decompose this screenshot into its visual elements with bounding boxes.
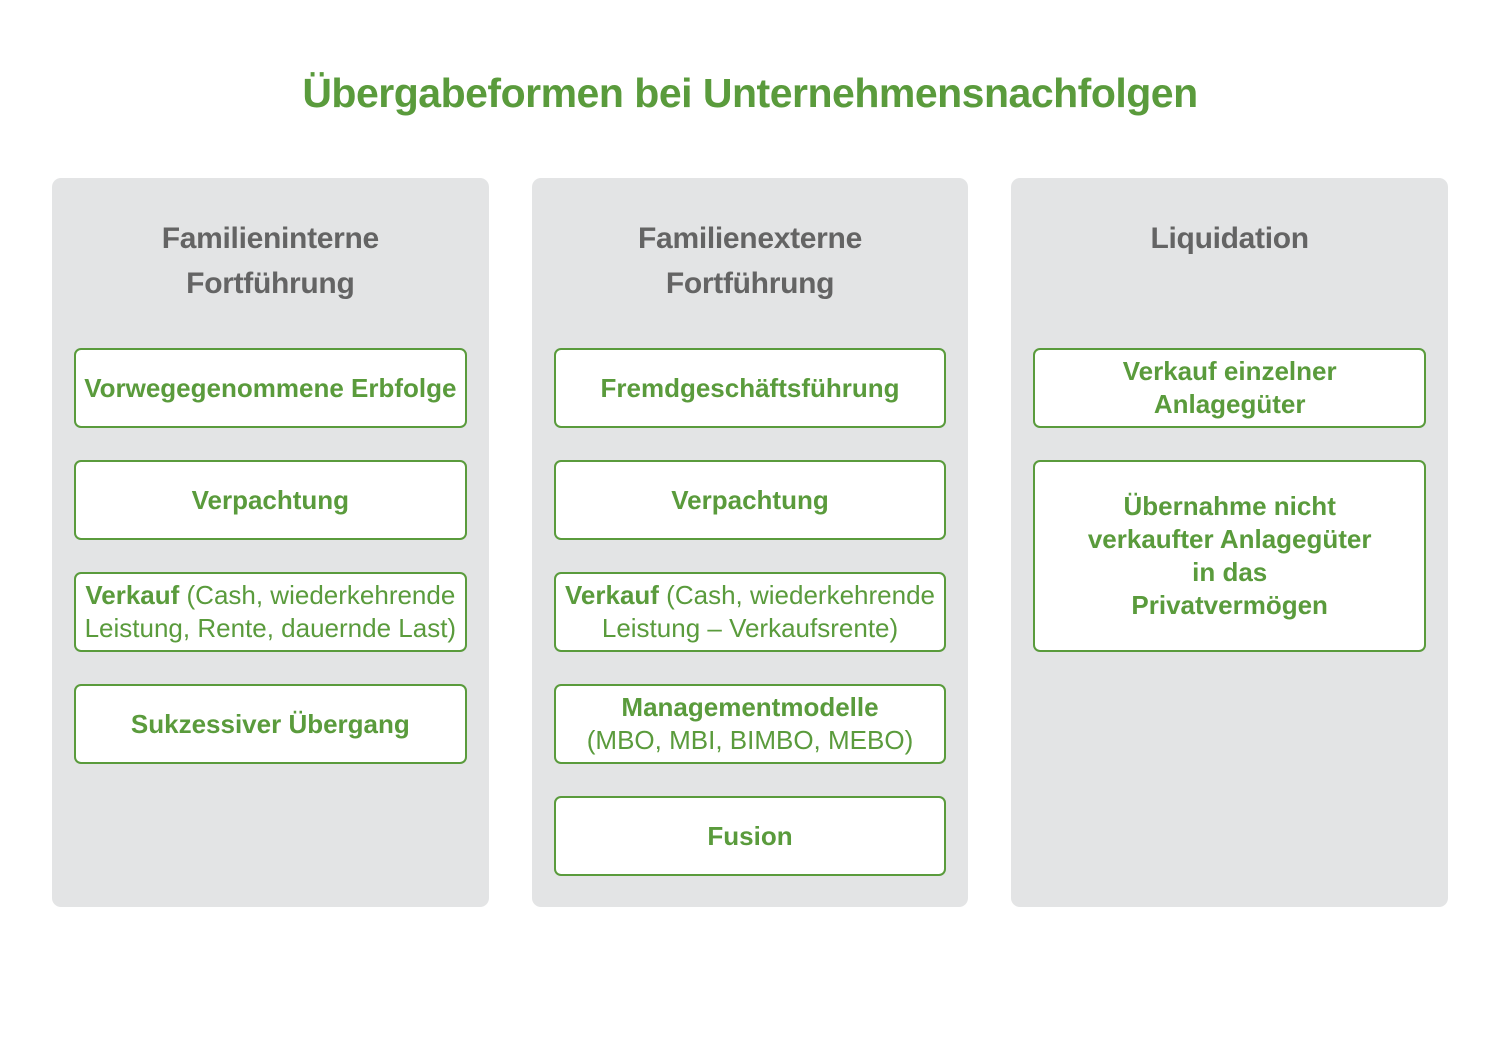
- column-header: Liquidation: [1033, 178, 1426, 348]
- box-label-bold: Verkauf: [85, 580, 180, 610]
- column-header-line: Fortführung: [186, 267, 355, 300]
- box-label-bold: verkaufter Anlagegüter: [1087, 524, 1372, 554]
- column-header-line: Liquidation: [1150, 222, 1310, 255]
- box-label-bold: Verkauf einzelner: [1122, 356, 1337, 386]
- box-label: Verpachtung: [192, 484, 349, 517]
- box-label: Übernahme nicht: [1123, 490, 1335, 523]
- box-label-bold: Fremdgeschäftsführung: [600, 372, 900, 403]
- box-label-regular: (Cash, wiederkehrende: [179, 580, 456, 610]
- box-label-bold: Verpachtung: [191, 484, 350, 515]
- box-label: Privatvermögen: [1131, 589, 1328, 622]
- box-label-bold: Managementmodelle: [621, 692, 879, 722]
- option-box-verpachtung-intern: Verpachtung: [74, 460, 467, 540]
- box-label-regular: (Cash, wiederkehrende: [658, 580, 935, 610]
- box-label: Sukzessiver Übergang: [131, 708, 410, 741]
- option-box-sukzessiver-uebergang: Sukzessiver Übergang: [74, 684, 467, 764]
- option-box-fusion: Fusion: [553, 796, 947, 876]
- column-panel-familieninterne-fortfuehrung: Familieninterne Fortführung Vorwegegenom…: [52, 178, 489, 907]
- column-header-line: Familieninterne: [161, 222, 380, 255]
- box-label-bold: Fusion: [707, 820, 793, 851]
- box-label: Managementmodelle: [621, 691, 878, 724]
- column-header-line: Familienexterne: [638, 222, 862, 255]
- box-label-bold: Vorwegegenommene Erbfolge: [84, 372, 457, 403]
- box-label-regular: Leistung – Verkaufsrente): [601, 613, 899, 643]
- box-label: verkaufter Anlagegüter: [1088, 523, 1372, 556]
- box-label: Anlagegüter: [1154, 388, 1306, 421]
- box-label-bold: in das: [1192, 557, 1268, 587]
- box-label: Verkauf (Cash, wiederkehrende: [85, 579, 455, 612]
- column-header: Familieninterne Fortführung: [74, 178, 467, 348]
- option-box-verpachtung-extern: Verpachtung: [553, 460, 947, 540]
- box-label-bold: Verpachtung: [671, 484, 829, 515]
- box-label: in das: [1192, 556, 1267, 589]
- box-label-regular: Leistung, Rente, dauernde Last): [84, 613, 457, 643]
- box-label: Leistung, Rente, dauernde Last): [85, 612, 456, 645]
- box-label: (MBO, MBI, BIMBO, MEBO): [587, 724, 913, 757]
- option-box-vorwegegenommene-erbfolge: Vorwegegenommene Erbfolge: [74, 348, 467, 428]
- box-label-bold: Verkauf: [565, 580, 659, 610]
- box-label: Vorwegegenommene Erbfolge: [84, 372, 456, 405]
- box-label: Verpachtung: [671, 484, 828, 517]
- column-panel-familienexterne-fortfuehrung: Familienexterne Fortführung Fremdgeschäf…: [531, 178, 969, 907]
- columns-container: Familieninterne Fortführung Vorwegegenom…: [52, 178, 1449, 907]
- option-box-uebernahme-privatvermoegen: Übernahme nicht verkaufter Anlagegüter i…: [1033, 460, 1427, 652]
- box-label: Leistung – Verkaufsrente): [602, 612, 898, 645]
- option-box-fremdgeschaeftsfuehrung: Fremdgeschäftsführung: [553, 348, 947, 428]
- option-box-verkauf-intern: Verkauf (Cash, wiederkehrende Leistung, …: [74, 572, 467, 652]
- box-label-regular: (MBO, MBI, BIMBO, MEBO): [586, 725, 914, 755]
- box-label-bold: Sukzessiver Übergang: [130, 708, 410, 739]
- box-label: Verkauf (Cash, wiederkehrende: [565, 579, 935, 612]
- box-label: Fremdgeschäftsführung: [600, 372, 899, 405]
- box-label-bold: Anlagegüter: [1153, 389, 1306, 419]
- page-title: Übergabeformen bei Unternehmensnachfolge…: [302, 70, 1198, 116]
- column-header-line: Fortführung: [665, 267, 835, 300]
- option-box-managementmodelle: Managementmodelle (MBO, MBI, BIMBO, MEBO…: [553, 684, 947, 764]
- box-label: Fusion: [707, 820, 792, 853]
- column-header: Familienexterne Fortführung: [554, 178, 947, 348]
- option-box-verkauf-einzelner-anlagegueter: Verkauf einzelner Anlagegüter: [1033, 348, 1427, 428]
- column-panel-liquidation: Liquidation Verkauf einzelner Anlagegüte…: [1011, 178, 1449, 907]
- option-box-verkauf-extern: Verkauf (Cash, wiederkehrende Leistung –…: [553, 572, 947, 652]
- box-label: Verkauf einzelner: [1123, 355, 1337, 388]
- box-label-bold: Privatvermögen: [1131, 590, 1328, 620]
- box-label-bold: Übernahme nicht: [1123, 491, 1336, 521]
